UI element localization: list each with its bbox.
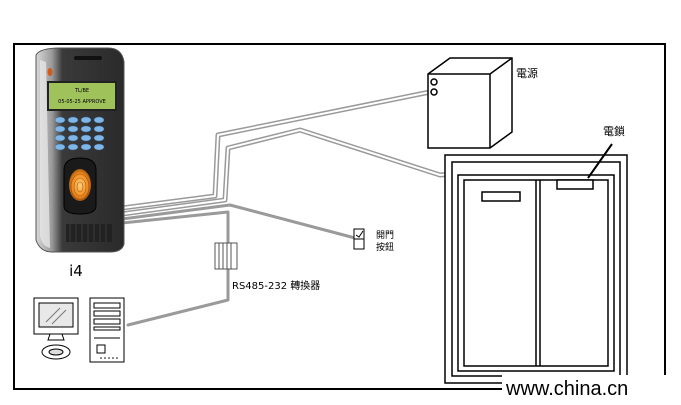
- lcd-line-2: 05-05-25 APPROVE: [58, 99, 106, 105]
- desktop-computer-icon: [33, 297, 125, 363]
- power-box-icon: [427, 57, 513, 149]
- wire-to-converter: [120, 210, 230, 327]
- power-supply-label: 電源: [516, 66, 538, 80]
- converter-icon: [214, 242, 238, 270]
- keypad-icon: [54, 116, 105, 151]
- electric-lock-label: 電鎖: [603, 124, 625, 138]
- electric-lock-icon-2: [556, 179, 594, 190]
- device-label: i4: [69, 262, 83, 280]
- lcd-line-1: TL/BE: [74, 88, 89, 94]
- lcd-screen: [47, 81, 117, 111]
- converter-label: RS485-232 轉換器: [232, 279, 320, 292]
- exit-button-icon: [353, 228, 365, 250]
- double-door-icon: [444, 154, 628, 384]
- fingerprint-terminal: TL/BE 05-05-25 APPROVE: [35, 47, 125, 253]
- wire-to-power: [119, 89, 433, 211]
- lock-pointer: [587, 143, 613, 179]
- wire-to-exit-button: [120, 203, 357, 240]
- exit-button-label-1: 開門: [376, 230, 394, 241]
- watermark-text: www.china.cn: [505, 378, 628, 400]
- electric-lock-icon: [481, 191, 521, 202]
- diagram-frame: [13, 43, 666, 390]
- exit-button-label-2: 按鈕: [376, 241, 394, 253]
